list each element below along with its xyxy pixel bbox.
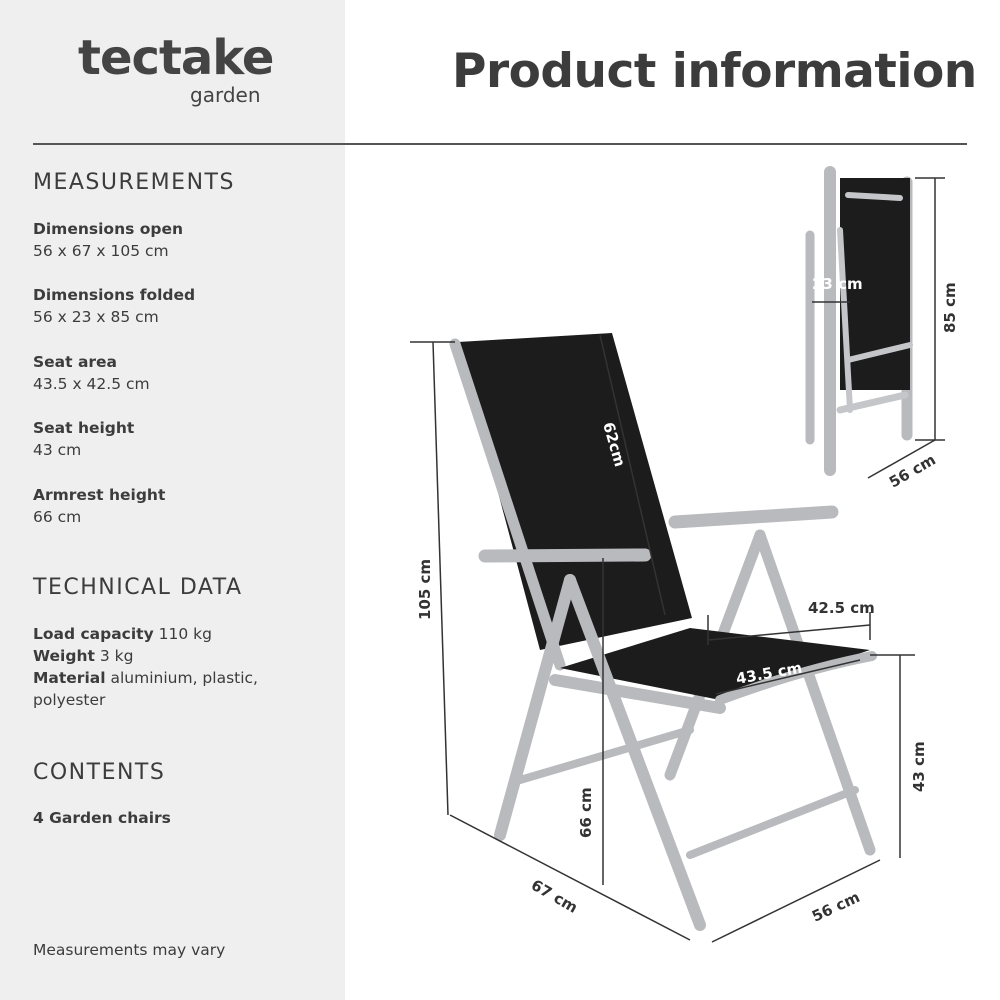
backrest-fabric xyxy=(458,333,692,650)
measurements-heading: MEASUREMENTS xyxy=(33,170,235,195)
disclaimer: Measurements may vary xyxy=(33,941,226,959)
technical-heading: TECHNICAL DATA xyxy=(33,575,243,600)
dim-depth: 67 cm xyxy=(528,876,581,917)
dim-seat-depth: 42.5 cm xyxy=(808,599,875,617)
armrest xyxy=(668,505,839,529)
brand-sub: garden xyxy=(190,83,261,107)
dim-armrest-height: 66 cm xyxy=(577,787,595,838)
dim-height: 105 cm xyxy=(416,559,434,620)
leg xyxy=(754,529,876,856)
seat-fabric xyxy=(560,628,870,700)
contents-item: 4 Garden chairs xyxy=(33,809,171,827)
divider xyxy=(33,143,967,145)
brand-logo: tectake xyxy=(78,30,274,86)
technical-items: Load capacity 110 kg Weight 3 kg Materia… xyxy=(33,625,258,709)
dim-folded-width: 56 cm xyxy=(886,451,939,492)
armrest xyxy=(478,548,652,563)
dim-folded-depth: 23 cm xyxy=(812,275,863,293)
leg xyxy=(564,574,706,931)
info-panel xyxy=(0,0,345,1000)
dim-folded-height: 85 cm xyxy=(941,282,959,333)
dim-seat-height: 43 cm xyxy=(910,741,928,792)
dim-width: 56 cm xyxy=(809,888,862,926)
page-title: Product information xyxy=(452,44,977,99)
seat-rail xyxy=(549,674,726,714)
back-frame xyxy=(449,338,566,671)
crossbar xyxy=(686,786,859,859)
leg xyxy=(494,574,576,841)
crossbar xyxy=(516,726,694,784)
contents-heading: CONTENTS xyxy=(33,760,166,785)
dimension-lines xyxy=(410,177,945,943)
